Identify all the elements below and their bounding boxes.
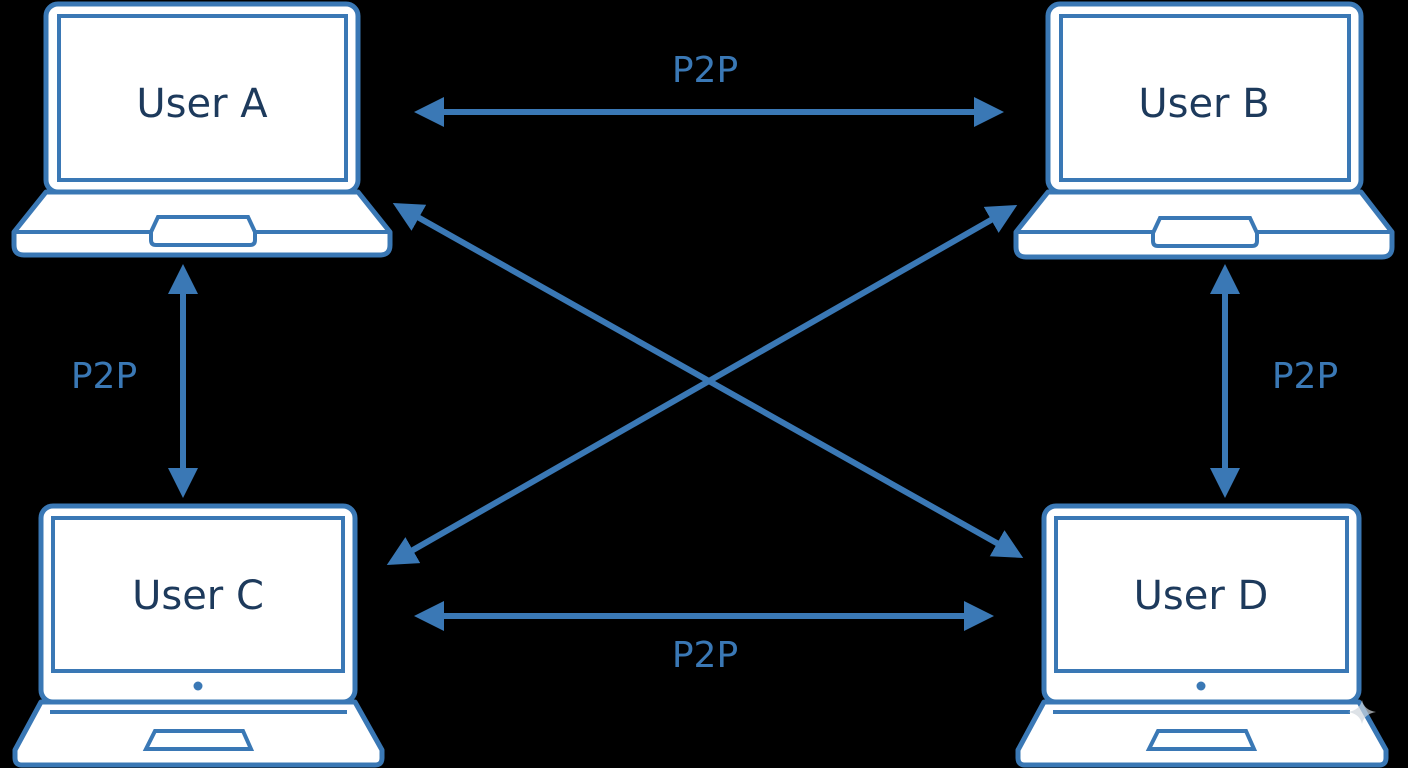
laptop-user-d: User D [1015, 503, 1389, 768]
user-c-label: User C [132, 573, 264, 619]
edge-a-b-label: P2P [672, 50, 738, 91]
laptop-user-c: User C [12, 503, 385, 768]
user-d-label: User D [1134, 573, 1269, 619]
sparkle-icon [1348, 700, 1376, 724]
laptop-user-a: User A [11, 1, 393, 258]
edge-b-c-arrow [386, 205, 1018, 565]
edge-c-d-label: P2P [672, 635, 738, 676]
user-b-label: User B [1138, 81, 1269, 127]
laptop-user-b: User B [1013, 1, 1395, 260]
user-a-label: User A [136, 81, 268, 127]
edge-a-c-label: P2P [71, 356, 137, 397]
camera-icon [1196, 681, 1206, 691]
camera-icon [193, 681, 203, 691]
edge-b-d-label: P2P [1272, 356, 1338, 397]
